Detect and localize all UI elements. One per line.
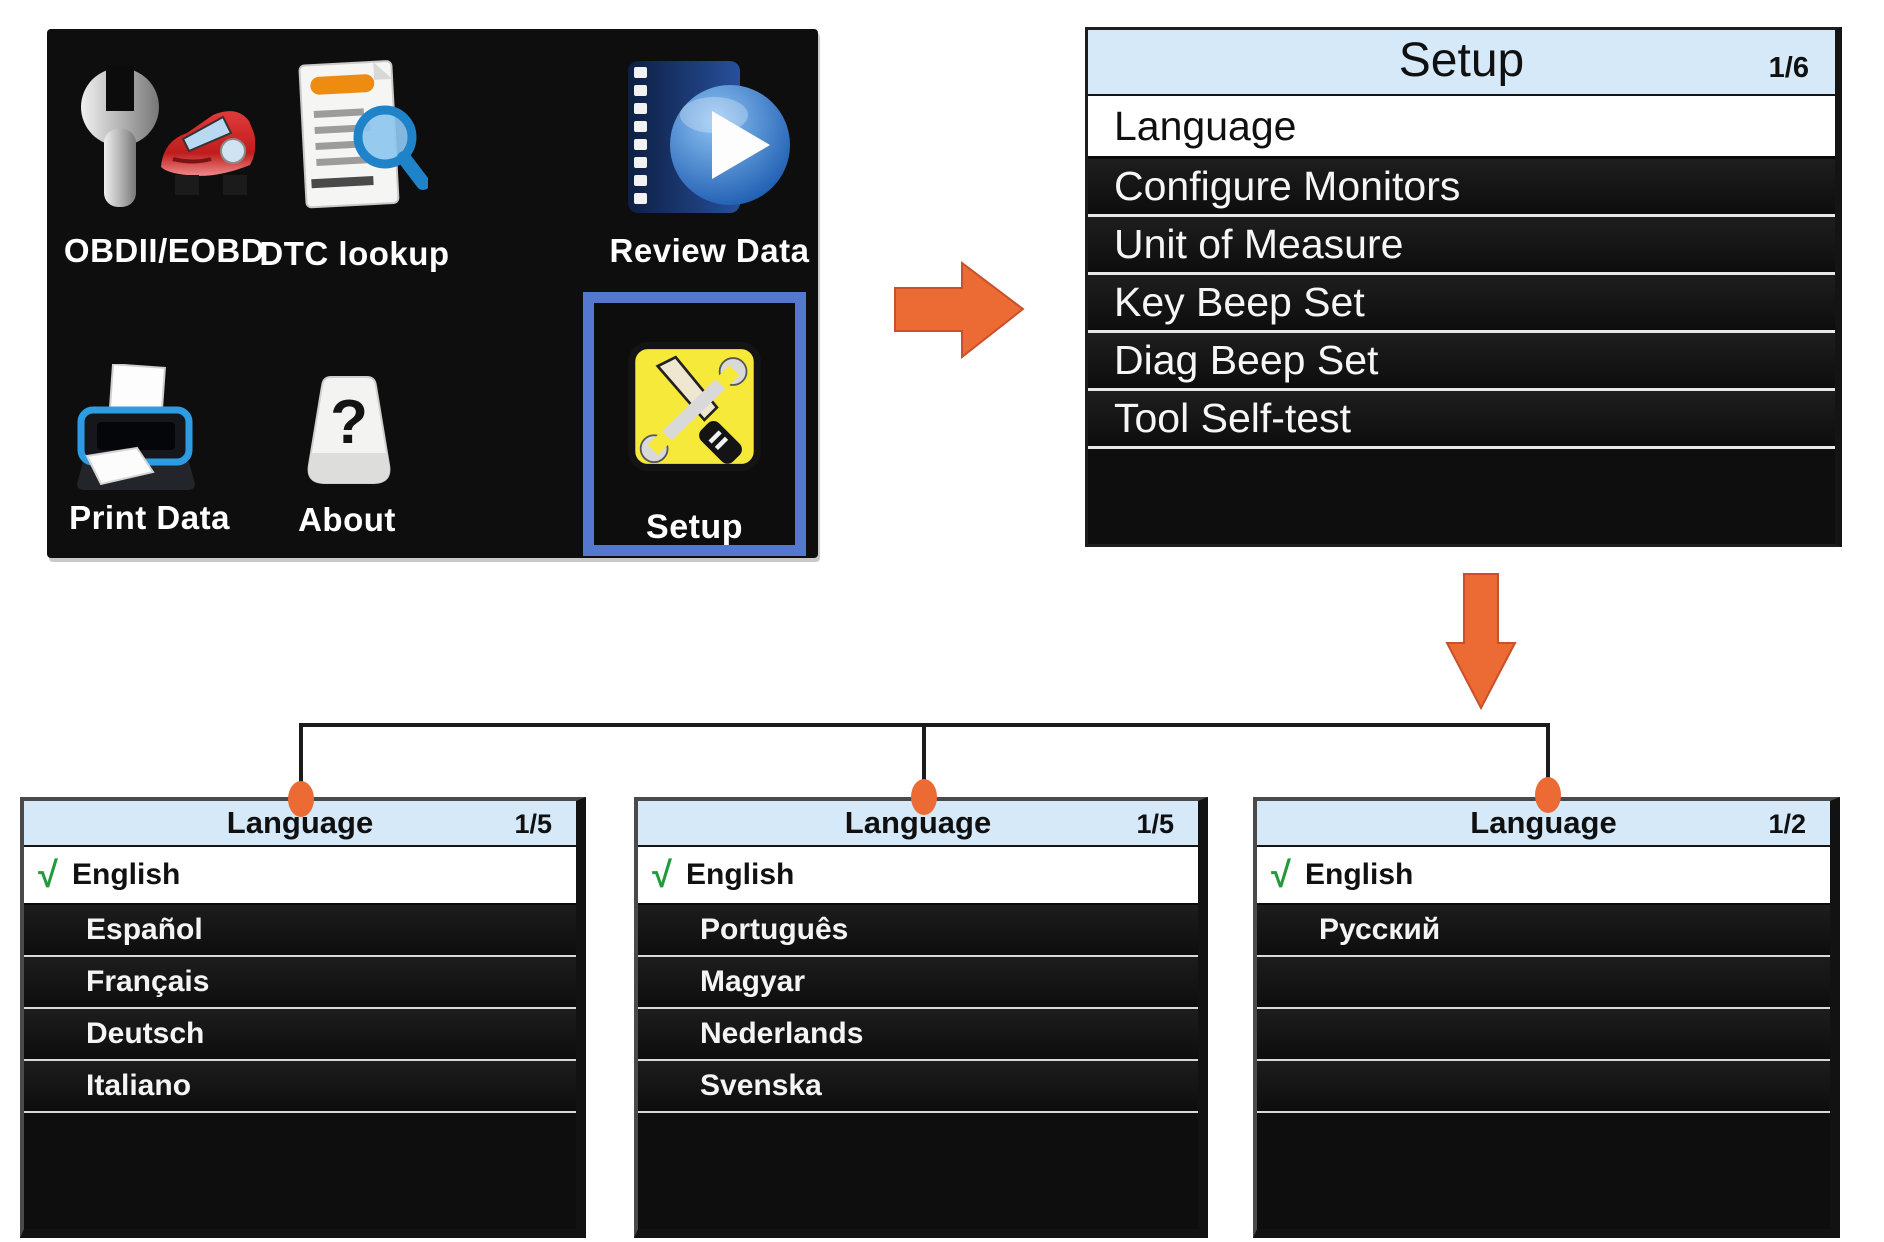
language-screen-1: Language 1/5 √ English Español Français … — [20, 797, 586, 1238]
language-screen-header: Language 1/2 — [1257, 801, 1830, 847]
film-play-icon — [628, 61, 790, 213]
menu-tile-setup-selected[interactable]: Setup — [583, 292, 806, 556]
screen-title: Setup — [1398, 34, 1525, 87]
question-mark-glyph: ? — [330, 388, 368, 457]
menu-tile-label: Print Data — [69, 499, 230, 536]
language-item-english[interactable]: √ English — [24, 847, 576, 905]
language-item-label: English — [686, 858, 795, 891]
page-indicator: 1/2 — [1768, 809, 1806, 839]
arrow-down-icon — [1445, 573, 1517, 711]
printer-icon — [77, 364, 195, 490]
question-keycap-icon: ? — [307, 376, 391, 484]
language-item-magyar[interactable]: Magyar — [638, 957, 1198, 1009]
page-indicator: 1/5 — [514, 809, 552, 839]
menu-tile-label: DTC lookup — [259, 235, 450, 272]
check-icon: √ — [38, 854, 58, 895]
connector-line — [299, 723, 1550, 800]
setup-item-diag-beep-set[interactable]: Diag Beep Set — [1088, 333, 1835, 391]
page-indicator: 1/6 — [1768, 52, 1809, 84]
language-item-english[interactable]: √ English — [638, 847, 1198, 905]
language-screen-2: Language 1/5 √ English Português Magyar … — [634, 797, 1208, 1238]
language-item-portugues[interactable]: Português — [638, 905, 1198, 957]
setup-item-language[interactable]: Language — [1088, 96, 1835, 159]
language-screen-3: Language 1/2 √ English Русский — [1253, 797, 1840, 1238]
language-screen-header: Language 1/5 — [638, 801, 1198, 847]
menu-tile-label: OBDII/EOBD — [63, 232, 266, 269]
setup-screen-header: Setup 1/6 — [1088, 30, 1835, 96]
language-item-francais[interactable]: Français — [24, 957, 576, 1009]
menu-tile-label: Review Data — [609, 232, 810, 269]
screen-title: Language — [844, 805, 992, 840]
language-item-svenska[interactable]: Svenska — [638, 1061, 1198, 1113]
language-item-english[interactable]: √ English — [1257, 847, 1830, 905]
page-indicator: 1/5 — [1136, 809, 1174, 839]
language-item-russian[interactable]: Русский — [1257, 905, 1830, 957]
screen-title: Language — [226, 805, 374, 840]
language-item-empty — [1257, 1061, 1830, 1113]
language-item-empty — [1257, 1009, 1830, 1061]
document-magnifier-icon — [298, 60, 428, 209]
setup-item-key-beep-set[interactable]: Key Beep Set — [1088, 275, 1835, 333]
language-item-nederlands[interactable]: Nederlands — [638, 1009, 1198, 1061]
check-icon: √ — [1271, 854, 1291, 895]
language-item-espanol[interactable]: Español — [24, 905, 576, 957]
language-screen-header: Language 1/5 — [24, 801, 576, 847]
wrench-car-icon — [81, 65, 255, 207]
tools-icon — [628, 341, 761, 472]
setup-item-tool-self-test[interactable]: Tool Self-test — [1088, 391, 1835, 449]
main-menu-screen: OBDII/EOBD DTC lookup — [47, 29, 818, 558]
arrow-right-icon — [894, 260, 1025, 360]
setup-item-unit-of-measure[interactable]: Unit of Measure — [1088, 217, 1835, 275]
language-item-label: English — [72, 858, 181, 891]
screen-title: Language — [1470, 805, 1617, 840]
language-item-empty — [1257, 957, 1830, 1009]
language-item-italiano[interactable]: Italiano — [24, 1061, 576, 1113]
setup-item-configure-monitors[interactable]: Configure Monitors — [1088, 159, 1835, 217]
language-item-deutsch[interactable]: Deutsch — [24, 1009, 576, 1061]
language-item-label: English — [1305, 858, 1414, 891]
check-icon: √ — [652, 854, 672, 895]
setup-screen: Setup 1/6 Language Configure Monitors Un… — [1085, 27, 1842, 547]
menu-tile-label: About — [298, 501, 396, 538]
menu-tile-label: Setup — [646, 508, 743, 546]
